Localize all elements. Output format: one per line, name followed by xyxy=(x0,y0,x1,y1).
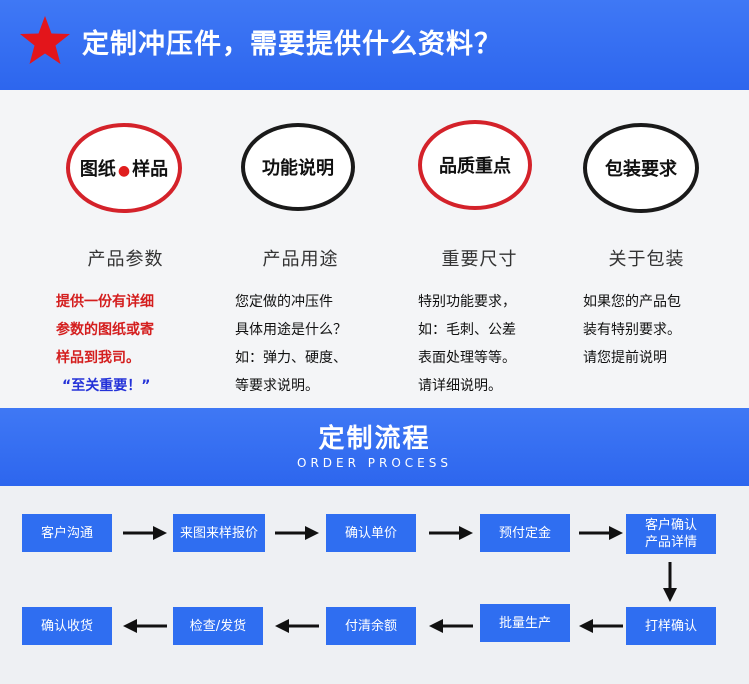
process-step: 客户确认产品详情 xyxy=(626,514,716,554)
process-banner: 定制流程 ORDER PROCESS xyxy=(0,408,749,486)
process-flow: 客户沟通 来图来样报价 确认单价 预付定金 客户确认产品详情 确认收货 检查/发… xyxy=(0,486,749,684)
arrow-left-icon xyxy=(275,619,319,633)
arrow-down-icon xyxy=(663,562,677,602)
requirement-quality: 品质重点 重要尺寸 特别功能要求， 如：毛刺、公差 表面处理等等。 请详细说明。 xyxy=(374,90,561,408)
process-step: 预付定金 xyxy=(480,514,570,552)
requirement-circle: 功能说明 xyxy=(241,123,355,211)
requirement-circle: 品质重点 xyxy=(418,120,532,210)
requirement-circle: 包装要求 xyxy=(583,123,699,213)
arrow-right-icon xyxy=(429,526,473,540)
requirement-circle: 图纸●样品 xyxy=(66,123,182,213)
page-title: 定制冲压件，需要提供什么资料？ xyxy=(82,29,502,60)
arrow-right-icon xyxy=(275,526,319,540)
requirement-description: 特别功能要求， 如：毛刺、公差 表面处理等等。 请详细说明。 xyxy=(418,294,516,394)
arrow-right-icon xyxy=(579,526,623,540)
process-step: 付清余额 xyxy=(326,607,416,645)
process-step: 打样确认 xyxy=(626,607,716,645)
requirement-drawing-sample: 图纸●样品 产品参数 提供一份有详细 参数的图纸或寄 样品到我司。 “至关重要！… xyxy=(0,90,187,408)
process-title: 定制流程 xyxy=(318,424,431,454)
dot-icon: ● xyxy=(117,163,131,179)
requirement-description: 提供一份有详细 参数的图纸或寄 样品到我司。 “至关重要！” xyxy=(56,294,154,394)
arrow-left-icon xyxy=(579,619,623,633)
circle-label: 包装要求 xyxy=(605,159,677,180)
arrow-right-icon xyxy=(123,526,167,540)
process-step: 客户沟通 xyxy=(22,514,112,552)
circle-label: 品质重点 xyxy=(439,156,511,177)
process-step: 检查/发货 xyxy=(173,607,263,645)
requirements-section: 图纸●样品 产品参数 提供一份有详细 参数的图纸或寄 样品到我司。 “至关重要！… xyxy=(0,90,749,408)
requirement-subtitle: 关于包装 xyxy=(608,249,685,270)
requirement-subtitle: 重要尺寸 xyxy=(441,249,518,270)
circle-label: 功能说明 xyxy=(262,158,334,179)
requirement-subtitle: 产品用途 xyxy=(262,249,339,270)
requirement-function: 功能说明 产品用途 您定做的冲压件 具体用途是什么？ 如：弹力、硬度、 等要求说… xyxy=(187,90,374,408)
process-step: 来图来样报价 xyxy=(173,514,265,552)
arrow-left-icon xyxy=(429,619,473,633)
process-step: 确认单价 xyxy=(326,514,416,552)
star-icon xyxy=(20,16,70,64)
requirement-description: 您定做的冲压件 具体用途是什么？ 如：弹力、硬度、 等要求说明。 xyxy=(235,294,347,394)
top-banner: 定制冲压件，需要提供什么资料？ xyxy=(0,0,749,90)
requirement-description: 如果您的产品包 装有特别要求。 请您提前说明 xyxy=(583,294,681,366)
circle-label: 图纸●样品 xyxy=(79,159,169,180)
process-step: 批量生产 xyxy=(480,604,570,642)
requirement-subtitle: 产品参数 xyxy=(87,249,164,270)
requirement-packaging: 包装要求 关于包装 如果您的产品包 装有特别要求。 请您提前说明 xyxy=(561,90,748,408)
arrow-left-icon xyxy=(123,619,167,633)
process-subtitle: ORDER PROCESS xyxy=(297,456,452,470)
process-step: 确认收货 xyxy=(22,607,112,645)
